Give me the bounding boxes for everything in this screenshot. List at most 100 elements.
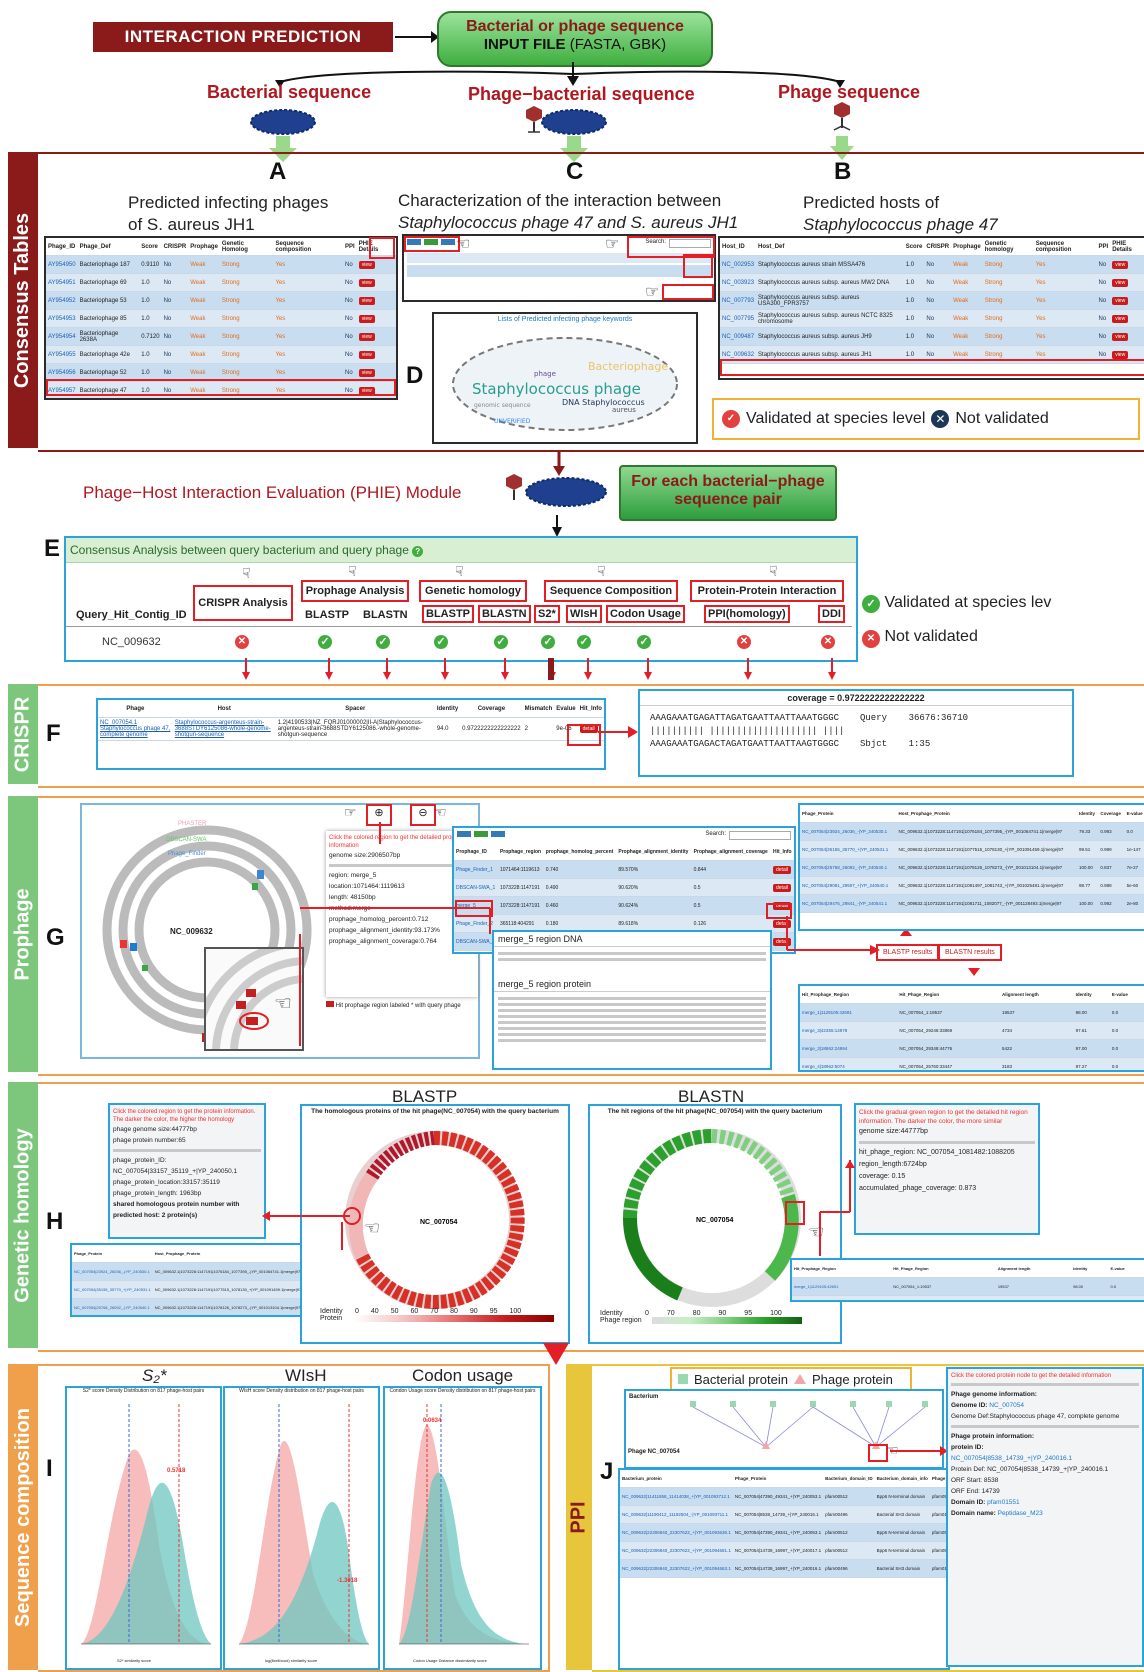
col-genetic-homology[interactable]: Genetic homology <box>419 580 527 602</box>
column-header[interactable]: Alignment length <box>995 1260 1072 1278</box>
table-cell[interactable]: NC_007054|29081_29507_+|YP_240540.1 <box>800 876 897 895</box>
column-header[interactable]: Identity <box>434 700 461 718</box>
column-header[interactable]: Prophage_alignment_coverage <box>691 843 771 861</box>
column-header[interactable]: Prophage_region <box>497 843 544 861</box>
table-cell[interactable]: NC_007054|25768_26092_-|YP_240540.1 <box>72 1298 153 1315</box>
view-button[interactable]: view <box>1112 260 1129 269</box>
sub-blastn-genetic[interactable]: BLASTN <box>478 605 531 623</box>
view-button[interactable]: view <box>358 314 375 323</box>
view-button[interactable]: view <box>358 296 375 305</box>
detail-button[interactable]: detail <box>579 725 598 733</box>
column-header[interactable]: Prophage <box>951 238 983 256</box>
table-cell[interactable]: merge_1|1129105:42691 <box>792 1277 892 1296</box>
table-cell[interactable]: AY954957 <box>46 381 78 398</box>
detail-button[interactable]: detail <box>773 937 791 946</box>
table-cell[interactable]: NC_007054|23924_26036_-|YP_240530.1 <box>72 1262 153 1281</box>
view-button[interactable]: view <box>358 368 375 377</box>
sub-blastp-genetic[interactable]: BLASTP <box>422 605 474 623</box>
table-cell[interactable]: NC_009632|22306940_22307622_+|YP_0010946… <box>620 1541 733 1560</box>
table-cell[interactable]: NC_007054|29475_29841_-|YP_240541.1 <box>800 894 897 913</box>
view-button[interactable]: view <box>358 350 375 359</box>
column-header[interactable]: Phage <box>98 700 173 718</box>
detail-button[interactable]: detail <box>773 865 791 874</box>
table-cell[interactable]: DBSCAN-SWA_2 <box>454 932 498 951</box>
col-sequence-composition[interactable]: Sequence Composition <box>544 580 678 602</box>
column-header[interactable]: Host_Prophage_Protein <box>152 1245 304 1263</box>
column-header[interactable]: Mismatch <box>522 700 555 718</box>
search-input-g[interactable] <box>729 831 791 840</box>
table-cell[interactable]: NC_009487 <box>720 327 757 346</box>
table-cell[interactable]: merge_3|42355:14978 <box>800 1021 898 1040</box>
column-header[interactable]: PPI <box>343 238 357 256</box>
col-crispr-analysis[interactable]: CRISPR Analysis <box>193 585 293 621</box>
tab-csv[interactable] <box>441 239 455 245</box>
column-header[interactable]: Coverage <box>1098 805 1125 823</box>
column-header[interactable]: Phage_Def <box>77 238 140 256</box>
sub-s2[interactable]: S2* <box>534 605 560 623</box>
table-cell[interactable]: NC_007054|23924_26036_-|YP_240530.1 <box>800 822 897 841</box>
column-header[interactable]: E-value <box>1109 986 1144 1004</box>
column-header[interactable]: Score <box>903 238 925 256</box>
view-button[interactable]: view <box>358 260 375 269</box>
column-header[interactable]: Prophage_alignment_identity <box>616 843 692 861</box>
table-cell[interactable]: AY954956 <box>46 363 78 382</box>
table-cell[interactable]: NC_009632|22306940_22307622_+|YP_0010936… <box>620 1523 733 1542</box>
view-button[interactable]: view <box>358 278 375 287</box>
column-header[interactable]: Bacterium_domain_ID <box>823 1470 875 1488</box>
search-input-c[interactable] <box>669 239 711 248</box>
sub-ppi-homology[interactable]: PPI(homology) <box>704 605 790 623</box>
column-header[interactable]: CRISPR <box>161 238 189 256</box>
view-button[interactable]: view <box>358 386 375 395</box>
column-header[interactable]: CRISPR <box>924 238 952 256</box>
column-header[interactable]: Prophage_ID <box>454 843 498 861</box>
table-cell[interactable]: NC_009632|11190412_11192504_-|YP_0010937… <box>620 1505 733 1524</box>
column-header[interactable]: E-value <box>1124 805 1144 823</box>
view-button[interactable]: view <box>1112 314 1129 323</box>
detail-button[interactable]: detail <box>773 919 791 928</box>
table-cell[interactable]: NC_003923 <box>720 273 757 292</box>
table-cell[interactable]: NC_009632|22306940_22307622_+|YP_0010946… <box>620 1559 733 1578</box>
column-header[interactable]: E-value <box>1108 1260 1144 1278</box>
column-header[interactable]: PPI <box>1096 238 1111 256</box>
column-header[interactable]: Hit_Info <box>771 843 794 861</box>
table-cell[interactable]: NC_007793 <box>720 291 757 310</box>
column-header[interactable]: Bacterium_protein <box>620 1470 733 1488</box>
table-cell[interactable]: AY954953 <box>46 309 78 328</box>
column-header[interactable]: Hit_Phage_Region <box>897 986 1001 1004</box>
column-header[interactable]: Identity <box>1073 986 1110 1004</box>
sub-ddi[interactable]: DDI <box>818 605 845 623</box>
column-header[interactable]: Sequence composition <box>273 238 344 256</box>
view-button[interactable]: view <box>1112 278 1129 287</box>
table-cell[interactable]: AY954955 <box>46 345 78 364</box>
column-header[interactable]: PHIE Details <box>356 238 396 256</box>
column-header[interactable]: Identity <box>1071 1260 1109 1278</box>
table-cell[interactable]: AY954951 <box>46 273 78 292</box>
column-header[interactable]: Evalue <box>554 700 578 718</box>
column-header[interactable]: Genetic Homolog <box>219 238 274 256</box>
table-cell[interactable]: NC_009632|11411858_11414038_+|YP_0010937… <box>620 1487 733 1506</box>
column-header[interactable]: Prophage <box>188 238 220 256</box>
table-cell[interactable]: detail <box>577 717 604 741</box>
tab-excel[interactable] <box>474 831 488 837</box>
tab-excel[interactable] <box>424 239 438 245</box>
column-header[interactable]: Hit_Prophage_Region <box>792 1260 892 1278</box>
table-cell[interactable]: AY954952 <box>46 291 78 310</box>
sub-wish[interactable]: WIsH <box>566 605 602 623</box>
table-cell[interactable]: NC_007054|35155_35770_+|YP_240531.1 <box>800 840 897 859</box>
column-header[interactable]: Phage_ID <box>46 238 78 256</box>
column-header[interactable]: Hit_Info <box>577 700 604 718</box>
detail-button[interactable]: detail <box>773 883 791 892</box>
table-cell[interactable]: NC_007054.1 Staphylococcus phage 47, com… <box>98 717 173 741</box>
table-cell[interactable]: AY954954 <box>46 327 78 346</box>
column-header[interactable]: Identity <box>1076 805 1099 823</box>
table-cell[interactable]: Phage_Finder_2 <box>454 914 498 933</box>
blastp-results-button[interactable]: BLASTP results <box>876 944 940 961</box>
column-header[interactable]: Alignment length <box>1000 986 1074 1004</box>
table-cell[interactable]: merge_1|1129105:42691 <box>800 1003 898 1022</box>
view-button[interactable]: view <box>358 332 375 341</box>
column-header[interactable]: Phage_Protein <box>732 1470 824 1488</box>
col-prophage-analysis[interactable]: Prophage Analysis <box>301 580 409 602</box>
column-header[interactable]: Hit_Phage_Region <box>891 1260 996 1278</box>
table-cell[interactable]: Staphylococcus-argenteus-strain-3688STDY… <box>172 717 276 741</box>
zoom-out-highlight[interactable]: ⊖ <box>410 804 436 826</box>
